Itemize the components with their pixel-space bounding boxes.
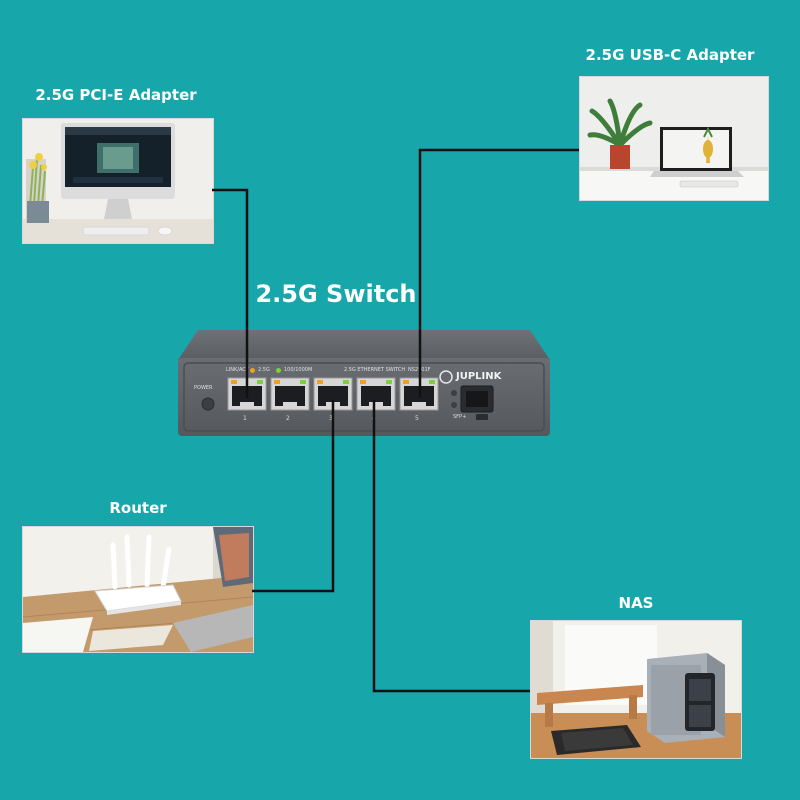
pcie-adapter-label: 2.5G PCI-E Adapter [35,86,197,104]
power-led [201,397,215,411]
port-led-3-orange [317,380,323,384]
port-number-5: 5 [415,415,419,422]
pcie-adapter-photo [22,118,214,244]
router-desk-illustration [23,527,253,652]
port-led-4-orange [360,380,366,384]
usbc-adapter-photo [579,76,769,201]
switch-led-legend-100: 100/1000M [284,367,313,373]
led-legend-orange-dot [250,368,255,373]
diagram-title: 2.5G Switch [255,280,417,308]
switch-led-legend-link: LINK/ACT [226,367,249,373]
nas-label: NAS [618,594,654,612]
cable-router-to-port3 [252,400,335,593]
laptop-desk-illustration [580,77,768,200]
switch-power-label: POWER [194,385,213,391]
router-label: Router [109,499,167,517]
nas-desk-illustration [531,621,741,758]
ethernet-port-4[interactable] [356,377,396,411]
ethernet-port-2[interactable] [270,377,310,411]
port-led-5-orange [403,380,409,384]
switch-led-legend-25g: 2.5G [258,367,270,373]
port-led-1-green [257,380,263,384]
switch-product-text: 2.5G ETHERNET SWITCH [344,367,406,373]
juplink-logo [439,370,453,384]
switch-sfp-label: SFP+ [453,414,467,420]
cable-pcie-to-port1 [212,188,249,398]
led-legend-green-dot [276,368,281,373]
port-led-4-green [386,380,392,384]
port-number-3: 3 [329,415,333,422]
port-led-2-green [300,380,306,384]
usbc-adapter-label: 2.5G USB-C Adapter [585,46,755,64]
port-number-2: 2 [286,415,290,422]
cable-usbc-to-port5 [418,148,579,398]
port-led-5-green [429,380,435,384]
router-photo [22,526,254,653]
nas-photo [530,620,742,759]
switch-top-panel [178,330,550,360]
port-led-1-orange [231,380,237,384]
switch-brand-text: JUPLINK [456,371,502,382]
imac-desk-illustration [23,119,213,243]
port-led-3-green [343,380,349,384]
port-number-1: 1 [243,415,247,422]
port-led-2-orange [274,380,280,384]
cable-nas-to-port4 [372,400,530,693]
